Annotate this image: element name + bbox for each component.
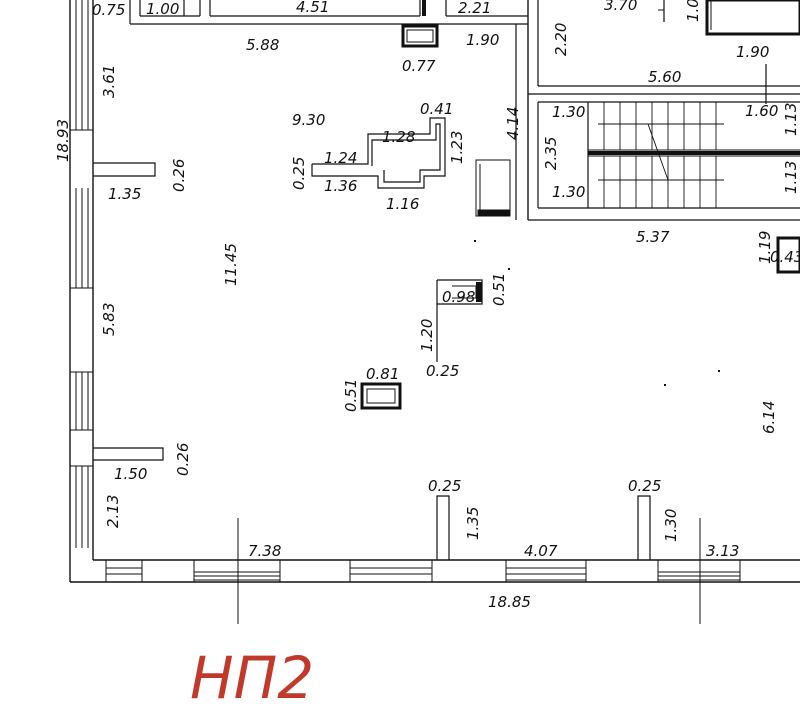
dim-051a: 0.51: [490, 273, 508, 306]
dim-213: 2.13: [104, 495, 122, 528]
dim-119: 1.19: [756, 231, 774, 264]
dim-190a: 1.90: [466, 31, 499, 49]
left-stub-walls: [93, 162, 164, 461]
dim-113a: 1.13: [782, 103, 800, 136]
upper-right-door: [705, 0, 800, 36]
dim-100: 1.00: [146, 0, 179, 18]
dimension-labels: 0.75 1.00 4.51 2.21 3.70 5.88 1.90 0.77 …: [54, 0, 800, 611]
dim-130b: 1.30: [552, 183, 585, 201]
dim-1885: 18.85: [488, 593, 531, 611]
dim-190b: 1.90: [736, 43, 769, 61]
dim-026b: 0.26: [174, 443, 192, 476]
dim-451: 4.51: [296, 0, 329, 16]
outer-walls: [69, 0, 800, 583]
dim-235: 2.35: [542, 137, 560, 170]
dim-041: 0.41: [420, 100, 453, 118]
upper-right-room: [527, 0, 800, 104]
column-098: [437, 279, 483, 305]
dim-160: 1.60: [745, 102, 778, 120]
dim-098: 0.98: [442, 288, 475, 306]
dim-135b: 1.35: [464, 507, 482, 540]
axis-lines: [237, 9, 701, 624]
dim-614: 6.14: [760, 401, 778, 434]
staircase-room: [527, 94, 800, 221]
bottom-pilasters: [436, 495, 651, 560]
dim-738: 7.38: [248, 542, 281, 560]
dim-081: 0.81: [366, 365, 399, 383]
dim-103: 1.03: [684, 0, 702, 22]
right-column: [776, 236, 800, 274]
dim-588: 5.88: [246, 36, 279, 54]
dim-120: 1.20: [418, 319, 436, 352]
staircase-steps: [588, 102, 800, 208]
stair-rail: [588, 151, 800, 155]
bottom-windows: [105, 559, 741, 583]
dim-361: 3.61: [100, 65, 118, 98]
column-081: [360, 382, 402, 410]
small-stair: [475, 159, 511, 217]
dim-124: 1.24: [324, 149, 357, 167]
central-partition: [311, 117, 446, 189]
dim-026a: 0.26: [170, 159, 188, 192]
dim-537: 5.37: [636, 228, 670, 246]
dim-414: 4.14: [504, 107, 522, 140]
dim-220: 2.20: [552, 23, 570, 56]
dim-116: 1.16: [386, 195, 419, 213]
dim-313: 3.13: [706, 542, 739, 560]
dim-123: 1.23: [448, 131, 466, 164]
dim-583: 5.83: [100, 303, 118, 336]
dim-930: 9.30: [292, 111, 325, 129]
dim-130a: 1.30: [552, 103, 585, 121]
dim-150: 1.50: [114, 465, 147, 483]
dim-136: 1.36: [324, 177, 357, 195]
plan-title: НП2: [190, 644, 314, 712]
dim-130c: 1.30: [662, 509, 680, 542]
dim-1893: 18.93: [54, 119, 72, 162]
column-077: [401, 24, 439, 48]
dim-407: 4.07: [524, 542, 558, 560]
dim-025d: 0.25: [628, 477, 661, 495]
dim-025a: 0.25: [290, 157, 308, 190]
dim-077: 0.77: [402, 57, 436, 75]
dim-128: 1.28: [382, 128, 415, 146]
top-column: [422, 0, 426, 16]
dim-370: 3.70: [604, 0, 637, 14]
dim-221: 2.21: [458, 0, 491, 17]
dim-135a: 1.35: [108, 185, 141, 203]
dim-1145: 11.45: [222, 243, 240, 286]
dim-075: 0.75: [92, 1, 125, 19]
dim-043: 0.43: [770, 248, 800, 266]
specks: [474, 240, 720, 386]
left-windows: [70, 0, 93, 548]
dim-025b: 0.25: [426, 362, 459, 380]
dim-113b: 1.13: [782, 161, 800, 194]
dim-025c: 0.25: [428, 477, 461, 495]
dim-051b: 0.51: [342, 379, 360, 412]
dim-560: 5.60: [648, 68, 681, 86]
